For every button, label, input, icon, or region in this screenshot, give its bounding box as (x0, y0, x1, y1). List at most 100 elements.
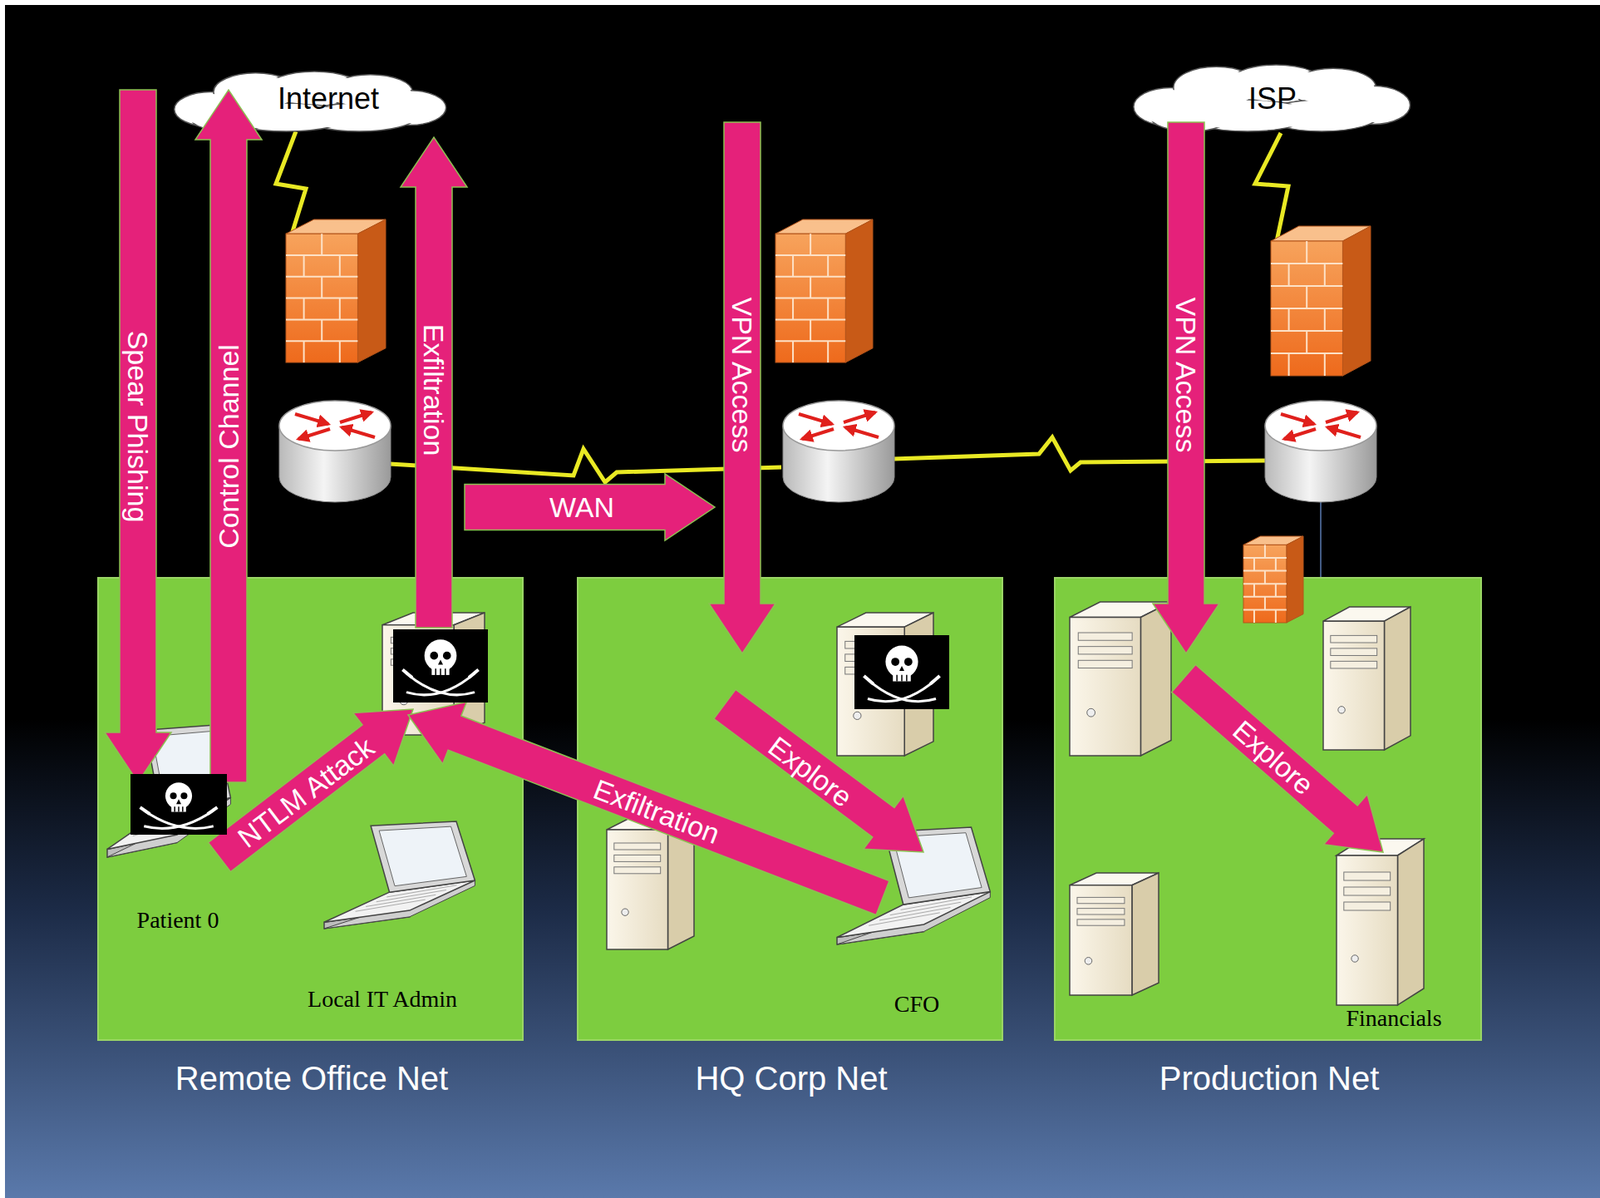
shape (1275, 557, 1277, 572)
shape (621, 908, 629, 916)
shape (295, 413, 329, 424)
shape (182, 806, 184, 812)
shape (438, 659, 444, 665)
shape (1132, 872, 1159, 995)
shape (468, 669, 478, 678)
attack-arrow (464, 473, 715, 541)
shape (867, 679, 936, 701)
shape (1078, 659, 1133, 668)
shape (930, 675, 940, 685)
attack-arrow (408, 701, 890, 915)
pirate-flag (130, 773, 227, 835)
shape (614, 866, 661, 874)
shape (429, 651, 439, 660)
shape (1275, 583, 1277, 597)
attack-arrow (104, 89, 172, 783)
shape (365, 894, 436, 906)
arrow-label: Spear Phishing (123, 330, 153, 523)
node-label: Remote Office Net (175, 1059, 448, 1097)
shape (1264, 596, 1266, 611)
shape (285, 233, 358, 363)
attack-arrow (1171, 664, 1384, 852)
shape (143, 810, 214, 829)
pirate-flag (854, 635, 950, 709)
shape (1344, 901, 1391, 911)
shape (900, 674, 903, 682)
white-margin (0, 0, 1600, 5)
node-label: Patient 0 (137, 907, 220, 934)
white-margin (0, 0, 5, 1198)
shape (1305, 285, 1308, 309)
attack-arrow (708, 122, 776, 654)
shape (393, 629, 488, 703)
shape (303, 298, 306, 320)
shape (320, 319, 323, 341)
router-icon (279, 400, 391, 503)
shape (879, 907, 951, 921)
lightning-link (893, 437, 1266, 471)
shape (298, 428, 330, 439)
shape (606, 829, 669, 950)
shape (130, 773, 227, 835)
shape (1330, 648, 1378, 656)
shape (1284, 428, 1316, 439)
arrow-label: VPN Access (1171, 296, 1201, 453)
shape (782, 400, 895, 451)
server-icon (1069, 872, 1159, 995)
attack-arrow (400, 137, 468, 628)
shape (434, 668, 437, 675)
shape (320, 276, 323, 299)
shape (379, 826, 467, 887)
shape (1324, 263, 1326, 286)
router-icon (782, 400, 895, 503)
shape (1253, 609, 1256, 623)
shape (792, 255, 794, 277)
shape (1351, 955, 1359, 962)
arrow-label: Control Channel (214, 344, 243, 549)
shape (1330, 635, 1378, 643)
arrow-label: Exfiltration (419, 324, 448, 457)
shape (1344, 886, 1391, 896)
arrow-label: VPN Access (728, 296, 757, 453)
shape (1286, 536, 1304, 623)
attack-arrow (1152, 122, 1220, 654)
shape (1288, 353, 1290, 376)
shape (207, 807, 218, 814)
shape (1264, 544, 1266, 558)
shape (1324, 308, 1326, 331)
shape (355, 899, 426, 911)
shape (798, 413, 832, 424)
shape (1336, 855, 1399, 1005)
shape (614, 854, 661, 862)
node-label: Local IT Admin (307, 986, 458, 1013)
shape (170, 792, 178, 799)
shape (1275, 609, 1277, 623)
shape (1324, 353, 1326, 376)
shape (1069, 885, 1133, 995)
shape (1305, 241, 1308, 264)
shape (1270, 241, 1343, 376)
shape (1344, 871, 1391, 881)
shape (443, 651, 452, 660)
shape (892, 671, 911, 682)
shape (1078, 632, 1133, 640)
shape (1265, 400, 1377, 451)
shape (809, 276, 812, 299)
shape (905, 674, 908, 682)
shape (1077, 919, 1125, 926)
shape (809, 319, 812, 341)
shape (339, 412, 372, 423)
node-label: ISP (1248, 82, 1297, 116)
shape (1264, 571, 1266, 585)
arrow-label: Explore (763, 731, 858, 813)
server-icon (1323, 606, 1411, 750)
shape (1253, 583, 1256, 597)
pirate-flag (393, 629, 488, 703)
shape (1078, 646, 1133, 655)
shape (402, 669, 412, 678)
shape (1398, 838, 1425, 1005)
shape (279, 400, 391, 451)
shape (854, 635, 950, 709)
router-icon (1265, 400, 1377, 503)
shape (845, 427, 879, 438)
